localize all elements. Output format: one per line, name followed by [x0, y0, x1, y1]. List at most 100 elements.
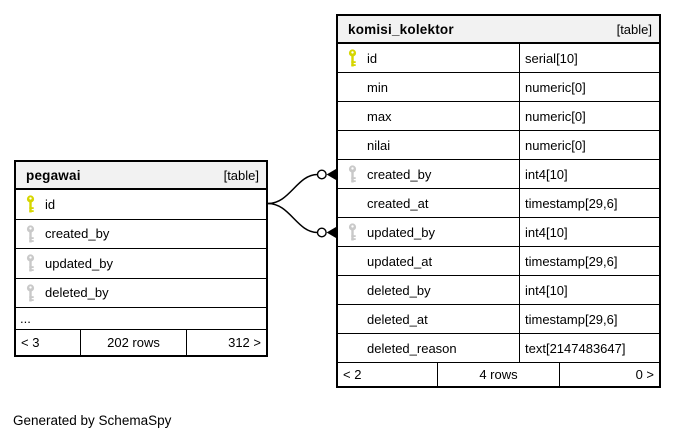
column-name: updated_at [367, 253, 433, 269]
column-name: nilai [367, 137, 391, 153]
column-name: updated_by [45, 255, 113, 271]
column-name: created_by [367, 166, 432, 182]
column-name: ... [20, 311, 31, 326]
column-name: id [367, 50, 378, 66]
column-name: id [45, 196, 56, 212]
column-name-cell: deleted_reason [338, 334, 520, 362]
column-row-nilai: nilai numeric[0] [338, 131, 659, 160]
column-name-cell: nilai [338, 131, 520, 159]
column-name-cell: max [338, 102, 520, 130]
column-name: min [367, 79, 388, 95]
primary-key-icon [348, 49, 357, 67]
column-name-cell: created_at [338, 189, 520, 217]
related-count-right: 0 > [635, 367, 654, 382]
column-list: id created_by updated_by deleted_by... [16, 190, 266, 330]
relationship-line [267, 202, 318, 234]
column-row-id: id serial[10] [338, 44, 659, 73]
column-name-cell: updated_by [16, 249, 266, 278]
column-type-cell: numeric[0] [525, 108, 586, 124]
column-row-created_at: created_at timestamp[29,6] [338, 189, 659, 218]
column-name: deleted_by [367, 282, 431, 298]
column-row-created_by: created_by int4[10] [338, 160, 659, 189]
primary-key-icon [26, 195, 35, 213]
column-type-cell: timestamp[29,6] [525, 195, 618, 211]
column-name-cell: created_by [16, 220, 266, 249]
table-name: komisi_kolektor [348, 21, 454, 37]
relationship-pegawai-id-to-updated-by [267, 202, 336, 238]
column-row-updated_at: updated_at timestamp[29,6] [338, 247, 659, 276]
primary-key-slot [26, 195, 45, 213]
arrowhead-icon [326, 169, 336, 180]
related-count-right: 312 > [228, 335, 261, 350]
column-name: created_at [367, 195, 429, 211]
foreign-key-icon [26, 225, 35, 243]
column-name: deleted_reason [367, 340, 457, 356]
row-count: 202 rows [81, 330, 187, 355]
zero-or-one-dot-icon [316, 227, 327, 238]
column-row-deleted_by: deleted_by int4[10] [338, 276, 659, 305]
table-komisi-kolektor: komisi_kolektor [table] id serial[10] min n… [336, 14, 661, 388]
foreign-key-icon [348, 165, 357, 183]
column-row-updated_by: updated_by int4[10] [338, 218, 659, 247]
column-name-cell: updated_by [338, 218, 520, 246]
primary-key-slot [348, 49, 367, 67]
column-name: max [367, 108, 392, 124]
column-name-cell: deleted_by [338, 276, 520, 304]
generator-note: Generated by SchemaSpy [13, 413, 172, 428]
related-count-left: < 3 [16, 330, 81, 355]
column-name-cell: min [338, 73, 520, 101]
column-type-cell: timestamp[29,6] [525, 311, 618, 327]
table-pegawai: pegawai [table] id created_by updated_by… [14, 160, 268, 357]
column-row-deleted_at: deleted_at timestamp[29,6] [338, 305, 659, 334]
foreign-key-icon [26, 284, 35, 302]
column-row-updated_by: updated_by [16, 249, 266, 279]
relationship-pegawai-id-to-created-by [267, 169, 336, 205]
zero-or-one-dot-icon [316, 169, 327, 180]
relationship-line [267, 173, 318, 205]
column-type-cell: int4[10] [525, 224, 568, 240]
column-row-id: id [16, 190, 266, 220]
column-name-cell: id [338, 44, 520, 72]
column-row-min: min numeric[0] [338, 73, 659, 102]
foreign-key-slot [26, 254, 45, 272]
column-row-created_by: created_by [16, 220, 266, 249]
foreign-key-slot [26, 225, 45, 243]
column-type-cell: timestamp[29,6] [525, 253, 618, 269]
table-pegawai-header[interactable]: pegawai [table] [16, 162, 266, 190]
table-type-badge: [table] [223, 167, 259, 183]
column-name: deleted_at [367, 311, 428, 327]
foreign-key-slot [348, 223, 367, 241]
column-row-deleted_reason: deleted_reason text[2147483647] [338, 334, 659, 363]
column-name-cell: deleted_at [338, 305, 520, 333]
column-name-cell: updated_at [338, 247, 520, 275]
column-row-deleted_by: deleted_by [16, 279, 266, 308]
foreign-key-slot [348, 165, 367, 183]
column-name: updated_by [367, 224, 435, 240]
column-type-cell: serial[10] [525, 50, 578, 66]
column-type-cell: numeric[0] [525, 137, 586, 153]
column-type-cell: int4[10] [525, 166, 568, 182]
column-name: created_by [45, 226, 110, 242]
table-komisi-kolektor-header[interactable]: komisi_kolektor [table] [338, 16, 659, 44]
foreign-key-icon [26, 254, 35, 272]
column-type-cell: int4[10] [525, 282, 568, 298]
column-name-cell: deleted_by [16, 279, 266, 308]
table-name: pegawai [26, 167, 81, 183]
table-type-badge: [table] [616, 21, 652, 37]
table-footer: < 2 4 rows 0 > [338, 363, 659, 386]
arrowhead-icon [326, 227, 336, 238]
table-footer: < 3 202 rows 312 > [16, 330, 266, 355]
column-name-cell: id [16, 190, 266, 219]
column-name: deleted_by [45, 285, 109, 301]
foreign-key-slot [26, 284, 45, 302]
column-row-ellipsis: ... [16, 308, 266, 330]
column-row-max: max numeric[0] [338, 102, 659, 131]
related-count-left: < 2 [338, 363, 438, 386]
row-count: 4 rows [438, 363, 560, 386]
column-type-cell: text[2147483647] [525, 340, 626, 356]
column-type-cell: numeric[0] [525, 79, 586, 95]
column-name-cell: ... [16, 308, 266, 329]
column-name-cell: created_by [338, 160, 520, 188]
foreign-key-icon [348, 223, 357, 241]
